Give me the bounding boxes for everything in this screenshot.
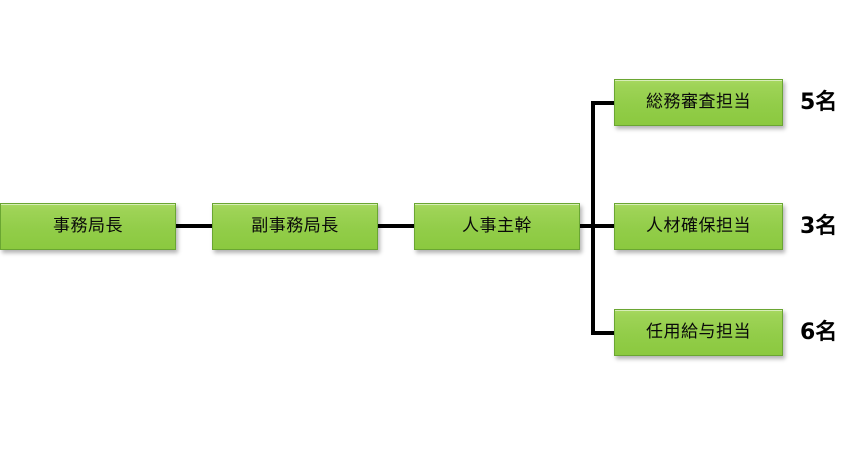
connector-chain-1-2 (176, 224, 213, 228)
node-label: 人事主幹 (462, 216, 532, 236)
node-fuku-jimukyokucho[interactable]: 副事務局長 (212, 203, 378, 250)
connector-chain-2-3 (378, 224, 414, 228)
connector-vertical-trunk (591, 103, 595, 333)
node-somu-shinsa-tanto[interactable]: 総務審査担当 (614, 79, 783, 126)
node-label: 副事務局長 (251, 216, 339, 236)
node-label: 事務局長 (53, 216, 123, 236)
connector-trunk-branch-1 (591, 101, 615, 105)
node-label: 任用給与担当 (646, 322, 751, 342)
connector-trunk-branch-2 (591, 224, 615, 228)
node-jinzai-kakuho-tanto[interactable]: 人材確保担当 (614, 203, 783, 250)
node-jimukyokucho[interactable]: 事務局長 (0, 203, 176, 250)
headcount-jinzai-kakuho-tanto: 3名 (800, 213, 838, 239)
node-jinji-shukan[interactable]: 人事主幹 (414, 203, 580, 250)
node-label: 人材確保担当 (646, 216, 751, 236)
headcount-ninyo-kyuyo-tanto: 6名 (800, 319, 838, 345)
connector-trunk-branch-3 (591, 331, 615, 335)
node-ninyo-kyuyo-tanto[interactable]: 任用給与担当 (614, 309, 783, 356)
node-label: 総務審査担当 (646, 92, 751, 112)
headcount-somu-shinsa-tanto: 5名 (800, 89, 838, 115)
